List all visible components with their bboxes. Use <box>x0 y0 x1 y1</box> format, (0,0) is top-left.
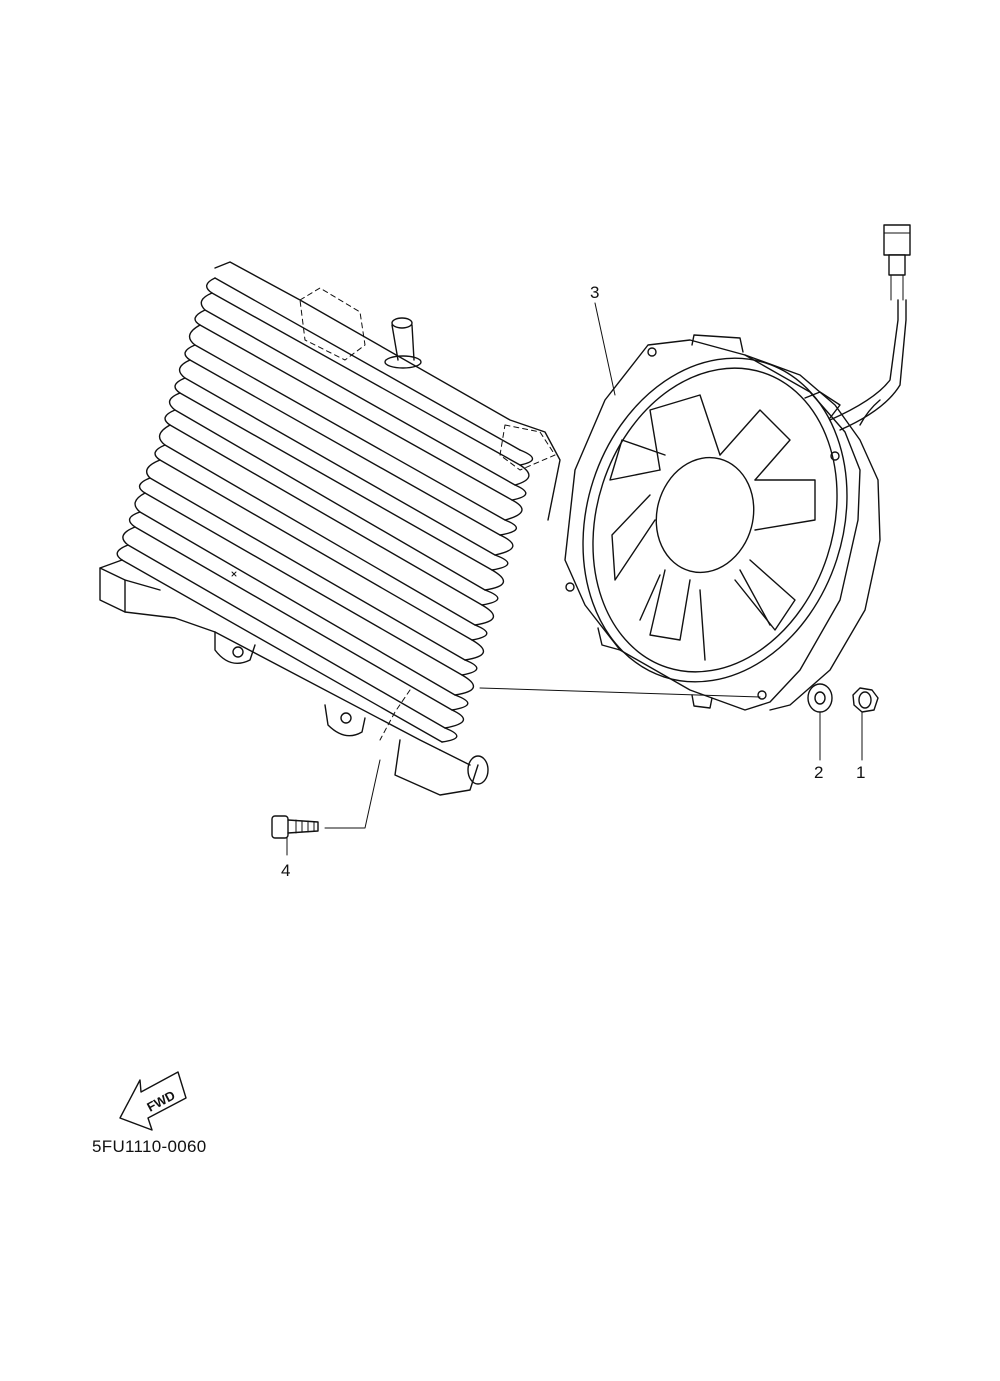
callout-bolt: 4 <box>281 861 290 880</box>
radiator-core <box>99 261 561 796</box>
bolt <box>271 815 319 839</box>
fwd-arrow-icon: FWD <box>119 1071 187 1131</box>
flange-nut <box>852 687 879 713</box>
fan-motor-assembly <box>564 224 911 711</box>
callout-nut: 1 <box>856 763 865 782</box>
drawing-code: 5FU1110-0060 <box>92 1137 207 1156</box>
washer <box>807 683 833 713</box>
callout-fan: 3 <box>590 283 599 302</box>
callout-washer: 2 <box>814 763 823 782</box>
leader-lines <box>286 302 863 856</box>
